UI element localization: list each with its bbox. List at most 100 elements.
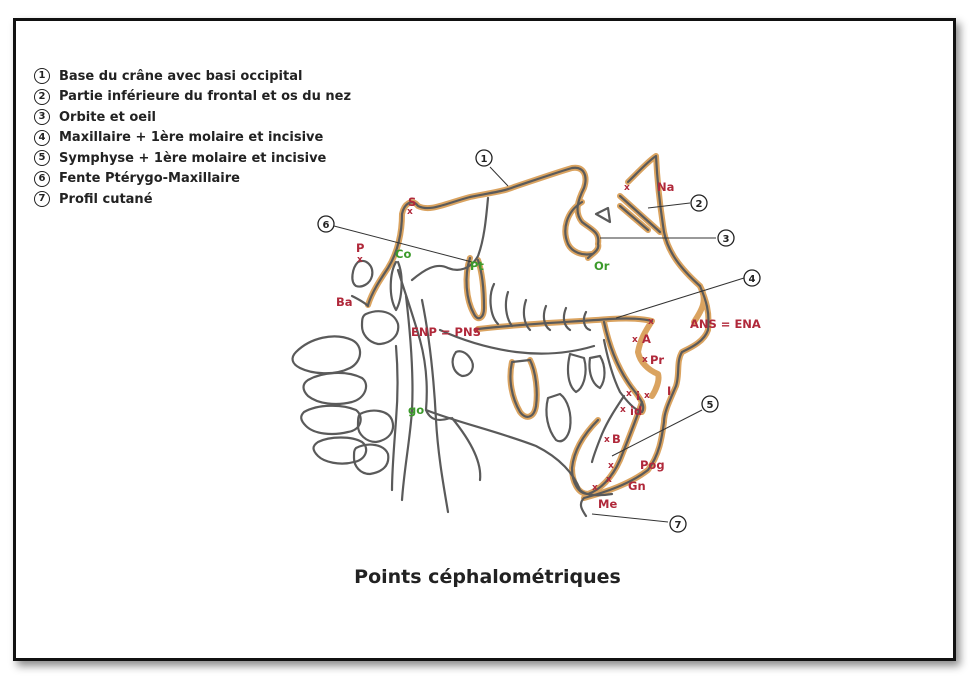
label-or: Or (594, 259, 610, 273)
marker-id: x (620, 405, 626, 415)
label-gn: Gn (628, 479, 646, 493)
legend-number: 5 (34, 150, 50, 167)
marker-p: x (357, 255, 363, 265)
legend-number: 4 (34, 129, 50, 146)
legend-number: 1 (34, 68, 50, 85)
label-co: Co (395, 247, 411, 261)
ramus-line (396, 268, 452, 421)
leader-5 (611, 409, 703, 457)
leader-2 (647, 202, 691, 209)
marker-ans: x (648, 317, 654, 327)
callout-7-label: 7 (675, 520, 682, 531)
tongue-line (438, 328, 596, 355)
airway-line (400, 294, 450, 514)
pterygo-line (465, 256, 486, 320)
label-id: id (630, 404, 642, 418)
label-a: A (642, 332, 651, 346)
label-ba: Ba (336, 295, 353, 309)
label-i: i (636, 389, 640, 403)
legend-text: Maxillaire + 1ère molaire et incisive (59, 130, 324, 146)
skull-base-line (366, 166, 600, 307)
marker-pr: x (642, 355, 648, 365)
lower-molar-line (545, 392, 572, 443)
label-b: B (612, 432, 621, 446)
callout-1: 1 (475, 149, 493, 167)
callout-7: 7 (669, 515, 687, 533)
label-na: Na (657, 180, 674, 194)
sphenoid-line (410, 196, 490, 282)
marker-i: x (626, 389, 632, 399)
legend-number: 3 (34, 109, 50, 126)
legend-item-2: 2 Partie inférieure du frontal et os du n… (34, 87, 351, 108)
hyoid-line (451, 350, 474, 378)
mandible-line (424, 408, 614, 497)
vertebra-4 (312, 436, 368, 465)
label-pt: Pt (470, 259, 484, 273)
vertebra-5 (360, 310, 400, 346)
legend-text: Base du crâne avec basi occipital (59, 68, 303, 84)
callout-3-label: 3 (723, 234, 730, 245)
callout-1-label: 1 (481, 154, 488, 165)
callout-3: 3 (717, 229, 735, 247)
marker-gn: x (606, 475, 612, 485)
leader-4 (615, 277, 745, 319)
label-i-upper: I (667, 384, 671, 398)
callout-4: 4 (743, 269, 761, 287)
frontal-line (594, 194, 662, 234)
spine-line (390, 344, 399, 492)
upper-molar-line (509, 358, 538, 418)
vertebra-7 (352, 443, 390, 476)
orbit-line (564, 200, 594, 256)
legend-item-4: 4 Maxillaire + 1ère molaire et incisive (34, 128, 351, 149)
nasal-line (626, 154, 702, 288)
vertebra-1 (291, 335, 362, 375)
lower-incisor-line (590, 394, 626, 464)
callout-leaders (333, 166, 745, 523)
marker-s: x (407, 207, 413, 217)
callout-5-label: 5 (707, 400, 714, 411)
label-pr: Pr (650, 353, 664, 367)
porion-line (351, 259, 374, 288)
figure-caption: Points céphalométriques (354, 566, 621, 588)
outline-tracings (291, 154, 710, 518)
figure-frame (13, 18, 956, 661)
leader-1 (489, 166, 509, 187)
marker-pog: x (608, 461, 614, 471)
vertebra-2 (302, 371, 368, 406)
marker-na: x (624, 183, 630, 193)
callout-6: 6 (317, 215, 335, 233)
legend-number: 7 (34, 191, 50, 208)
legend: 1 Base du crâne avec basi occipital 2 Part… (34, 66, 351, 210)
marker-a: x (632, 335, 638, 345)
callout-6-label: 6 (323, 220, 330, 231)
label-me: Me (598, 497, 617, 511)
marker-i-upper: x (644, 391, 650, 401)
symphysis-line (570, 400, 644, 496)
legend-item-7: 7 Profil cutané (34, 189, 351, 210)
callouts: 1 2 3 4 5 6 7 (317, 149, 761, 533)
leader-7 (591, 513, 669, 523)
legend-text: Fente Ptérygo-Maxillaire (59, 171, 240, 187)
label-ans: ANS = ENA (690, 317, 761, 331)
lower-border-line (450, 416, 482, 482)
condyle-line (389, 260, 403, 312)
label-pog: Pog (640, 458, 665, 472)
legend-text: Profil cutané (59, 191, 153, 207)
upper-incisor-line (602, 320, 645, 414)
point-markers: x x x x x x x x x x x x x x (357, 183, 654, 493)
legend-number: 2 (34, 88, 50, 105)
callout-5: 5 (701, 395, 719, 413)
marker-me: x (592, 483, 598, 493)
vertebra-3 (300, 404, 362, 436)
point-labels: S P Co Ba Pt Or Na ENP = PNS ANS = ENA A… (336, 180, 761, 511)
label-p: P (356, 241, 364, 255)
lower-teeth-line (566, 352, 606, 394)
legend-text: Partie inférieure du frontal et os du ne… (59, 89, 352, 105)
legend-text: Orbite et oeil (59, 109, 156, 125)
vertebra-6 (356, 409, 395, 444)
callout-4-label: 4 (749, 274, 756, 285)
marker-b: x (604, 435, 610, 445)
